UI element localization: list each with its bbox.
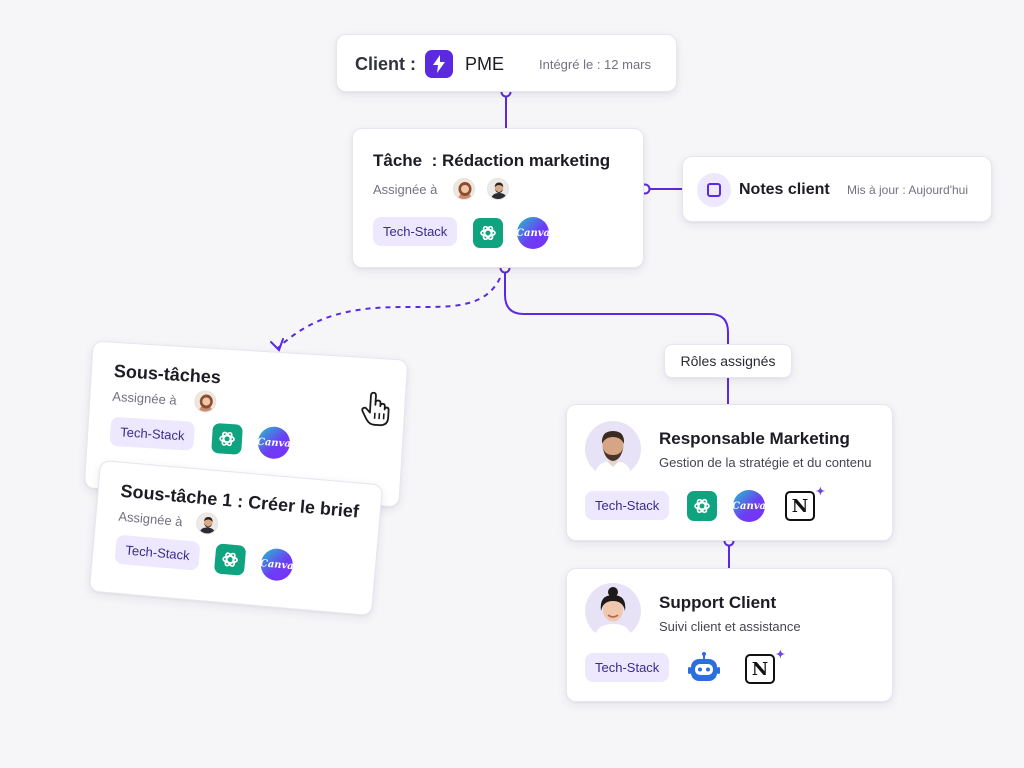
robot-icon [687, 651, 721, 685]
man-avatar [487, 178, 509, 200]
notes-title: Notes client [739, 181, 830, 198]
task-title: Tâche : Rédaction marketing [373, 151, 611, 170]
canva-icon: Canva [257, 425, 291, 460]
techstack-badge: Tech-Stack [109, 416, 196, 451]
avatar [585, 421, 641, 477]
role-title: Responsable Marketing [659, 429, 850, 448]
notion-icon: N✦ [745, 648, 785, 684]
task-assigned-label: Assignée à [373, 182, 438, 197]
role-title: Support Client [659, 593, 777, 612]
client-label: Client : [355, 54, 416, 74]
bolt-icon [425, 50, 453, 78]
roles-label: Rôles assignés [664, 344, 792, 378]
client-name: PME [465, 54, 505, 74]
role-subtitle: Gestion de la stratégie et du contenu [659, 455, 872, 470]
notes-updated: Mis à jour : Aujourd'hui [847, 183, 969, 197]
client-integrated-date: Intégré le : 12 mars [539, 57, 651, 72]
canva-icon: Canva [516, 217, 550, 249]
client-card[interactable]: Client : PME Intégré le : 12 mars [336, 34, 677, 92]
chatgpt-icon [213, 543, 247, 576]
task-card[interactable]: Tâche : Rédaction marketing Assignée à T… [352, 128, 644, 268]
checkbox-icon [697, 173, 731, 207]
role-subtitle: Suivi client et assistance [659, 619, 801, 634]
canva-icon: Canva [259, 547, 294, 582]
man-avatar [195, 511, 220, 536]
hand-cursor-icon [359, 390, 391, 433]
woman-avatar [193, 389, 217, 414]
techstack-badge: Tech-Stack [373, 217, 458, 246]
subtasks-card[interactable]: Sous-tâches Assignée à Tech-Stack Canva [83, 340, 409, 508]
techstack-badge: Tech-Stack [585, 653, 670, 682]
chatgpt-icon [473, 218, 503, 248]
chatgpt-icon [687, 491, 717, 521]
subtasks-title: Sous-tâches [113, 360, 222, 388]
woman-avatar [453, 178, 475, 200]
techstack-badge: Tech-Stack [114, 534, 201, 571]
canva-icon: Canva [732, 490, 766, 522]
subtasks-assigned-label: Assignée à [111, 388, 178, 408]
subtask-1-card[interactable]: Sous-tâche 1 : Créer le brief Assignée à… [88, 459, 384, 617]
subtask-1-assigned-label: Assignée à [117, 508, 184, 530]
notion-icon: N✦ [785, 485, 825, 521]
techstack-badge: Tech-Stack [585, 491, 670, 520]
role-card-marketing[interactable]: Responsable Marketing Gestion de la stra… [566, 404, 893, 541]
avatar [585, 583, 641, 639]
chatgpt-icon [211, 422, 243, 455]
notes-card[interactable]: Notes client Mis à jour : Aujourd'hui [682, 156, 992, 222]
role-card-support[interactable]: Support Client Suivi client et assistanc… [566, 568, 893, 702]
